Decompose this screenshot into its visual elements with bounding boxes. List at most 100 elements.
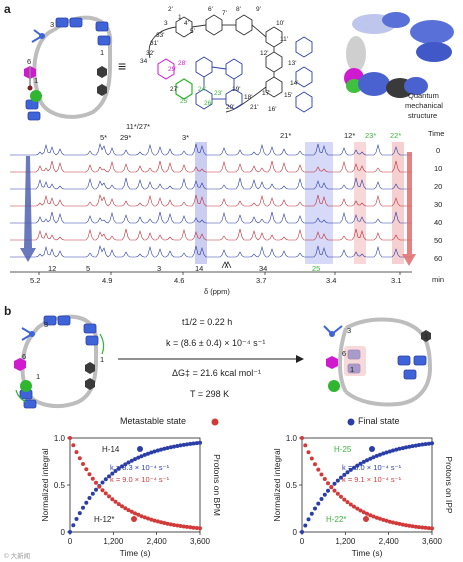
point-H-12*: [165, 521, 170, 526]
nmr-trace-5: [10, 228, 412, 241]
series-marker-growth: [137, 446, 143, 452]
half-life: t1/2 = 0.22 h: [182, 317, 233, 327]
point-H-12*: [146, 516, 150, 521]
struct-label-34: 34: [140, 58, 148, 65]
point-H-22*: [339, 494, 343, 499]
struct-label-16: 16': [268, 106, 277, 113]
x-tick-label: 2,400: [147, 537, 168, 546]
point-H-22*: [322, 477, 327, 481]
point-H-25: [413, 443, 418, 448]
point-H-14: [136, 455, 141, 460]
point-H-22*: [378, 516, 382, 521]
y-axis-label: Normalized integral: [40, 448, 50, 521]
struct-label-13: 13': [288, 60, 297, 67]
reaction-arrow: [118, 355, 304, 363]
struct-label-27: 27': [170, 86, 179, 93]
chemical-structure: [148, 14, 313, 113]
activation-energy: ΔG‡ = 21.6 kcal mol⁻¹: [172, 368, 262, 378]
rotaxane-cartoon-a: [24, 15, 113, 121]
point-H-22*: [417, 525, 421, 530]
point-H-22*: [300, 436, 304, 440]
b2-ring-num-1a: 1: [350, 365, 355, 374]
point-H-22*: [423, 525, 428, 530]
point-H-14: [107, 474, 111, 479]
point-H-12*: [136, 512, 141, 517]
nmr-trace-1: [10, 160, 412, 173]
time-10: 10: [434, 164, 443, 173]
point-H-25: [339, 475, 343, 480]
point-H-25: [404, 445, 408, 450]
point-H-14: [188, 441, 193, 446]
x-tick-label: 3,600: [422, 537, 443, 546]
point-H-12*: [194, 526, 199, 530]
point-H-12*: [100, 488, 105, 493]
point-H-25: [371, 455, 376, 460]
point-H-22*: [332, 488, 337, 493]
series-name-growth: H-25: [334, 445, 352, 454]
time-arrow-left: [20, 156, 36, 262]
b2-ring-num-6: 6: [342, 349, 347, 358]
point-H-22*: [306, 450, 311, 455]
point-H-25: [309, 511, 314, 516]
point-H-14: [139, 454, 144, 459]
point-H-25: [348, 467, 353, 472]
time-20: 20: [434, 182, 443, 191]
legend-final-marker: [347, 418, 355, 426]
point-H-25: [355, 463, 360, 468]
struct-label-2: 2': [168, 6, 173, 13]
point-H-14: [191, 441, 196, 446]
point-H-22*: [407, 523, 412, 528]
point-H-14: [68, 530, 72, 534]
point-H-25: [394, 447, 399, 452]
peak-label-21: 21*: [280, 131, 292, 140]
point-H-14: [71, 523, 76, 528]
struct-label-8: 8': [236, 6, 241, 13]
point-H-25: [430, 441, 434, 446]
point-H-25: [319, 497, 324, 501]
point-H-25: [342, 472, 347, 477]
y-tick-label: 1.0: [54, 434, 66, 443]
point-H-12*: [97, 484, 102, 489]
struct-label-14: 14': [290, 80, 299, 87]
struct-label-3: 3: [164, 20, 168, 27]
y-axis-label: Normalized integral: [272, 448, 282, 521]
point-H-22*: [394, 521, 399, 526]
bottom-label-3: 3: [157, 264, 162, 273]
struct-label-28: 28': [178, 60, 187, 67]
struct-label-10: 10': [276, 20, 285, 27]
bottom-label-34: 34: [259, 264, 268, 273]
time-30: 30: [434, 200, 443, 209]
point-H-22*: [329, 485, 334, 489]
point-H-12*: [149, 517, 154, 522]
point-H-22*: [391, 520, 395, 525]
point-H-12*: [139, 514, 144, 519]
point-H-14: [74, 517, 79, 521]
panel-a-letter: a: [4, 2, 11, 16]
x-tick-label: 1,200: [103, 537, 124, 546]
nmr-trace-0: [10, 142, 412, 156]
panel-b-letter: b: [4, 304, 12, 318]
right-axis-label: Protons on BPM: [212, 454, 222, 516]
point-H-14: [162, 446, 167, 451]
k-label-growth: k = 8.0 × 10⁻⁴ s⁻¹: [342, 463, 402, 472]
point-H-12*: [116, 502, 121, 507]
point-H-12*: [159, 520, 163, 525]
b-ring-num-1a: 1: [36, 372, 41, 381]
qm-structure-image: [344, 12, 454, 98]
point-H-14: [87, 496, 92, 500]
point-H-25: [374, 453, 379, 458]
point-H-25: [387, 449, 392, 454]
ring-num-1b: 1: [100, 48, 105, 57]
point-H-22*: [384, 518, 389, 523]
bottom-label-25: 25: [312, 264, 321, 273]
point-H-14: [84, 500, 89, 505]
k-label-decay: k = 9.0 × 10⁻⁴ s⁻¹: [110, 475, 170, 484]
point-H-22*: [368, 513, 373, 518]
legend-final: Final state: [358, 416, 400, 426]
point-H-14: [172, 444, 176, 449]
point-H-14: [110, 471, 115, 476]
point-H-14: [120, 464, 124, 469]
struct-label-17: 17': [262, 90, 271, 97]
point-H-25: [384, 450, 389, 455]
struct-label-31: 31': [150, 40, 159, 47]
